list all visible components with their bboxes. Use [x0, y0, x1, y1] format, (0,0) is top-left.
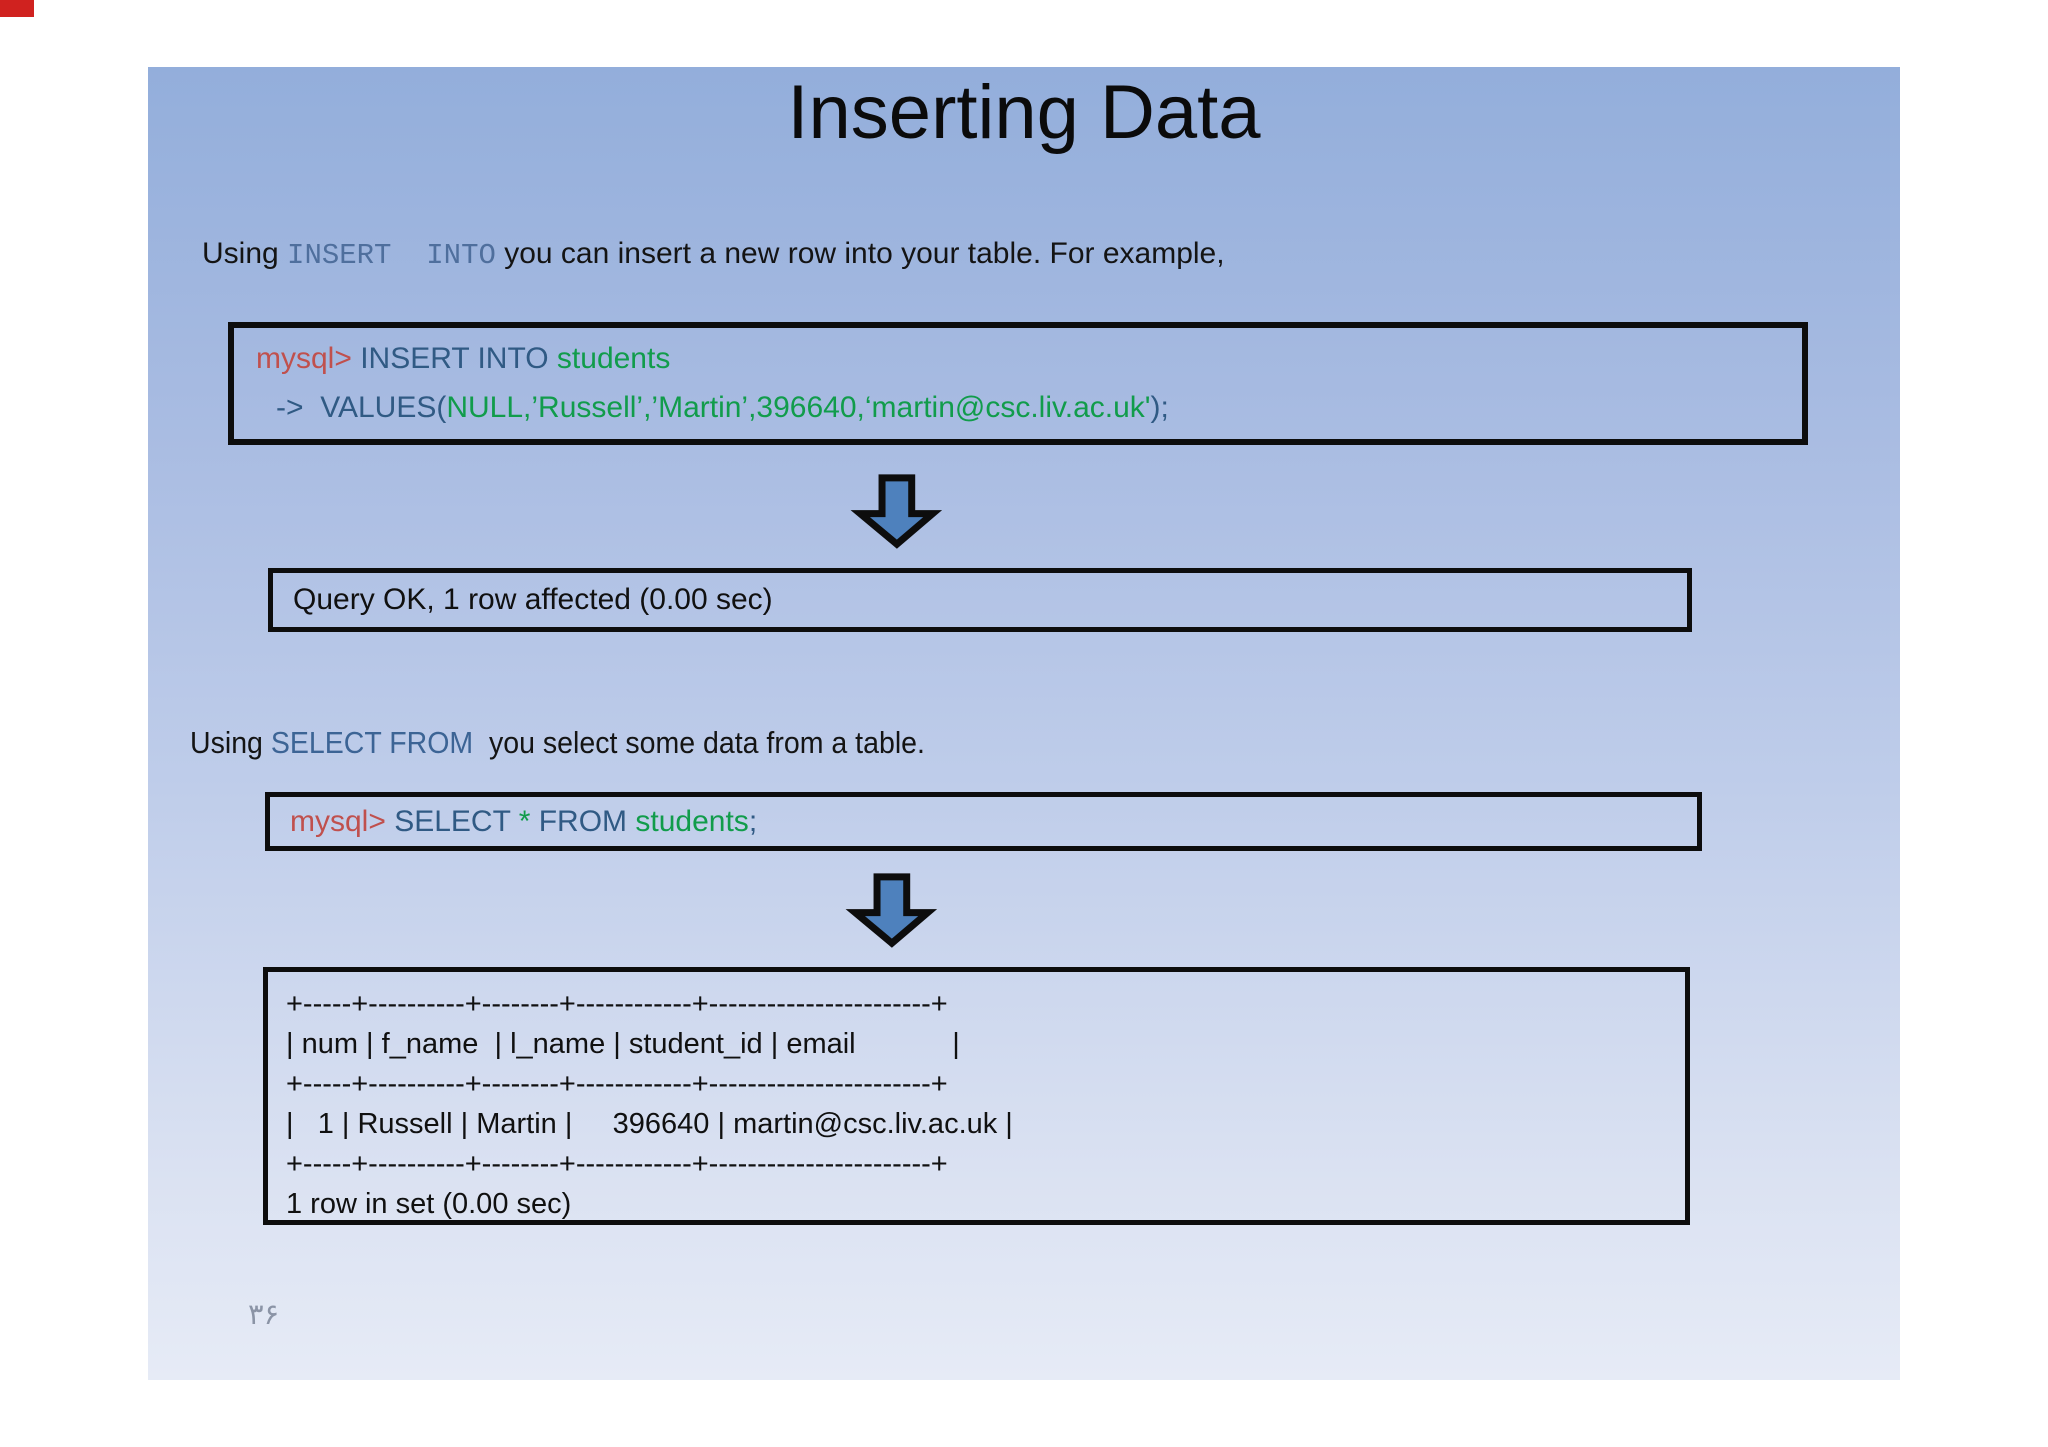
insert-keyword: INSERT INTO — [360, 341, 557, 375]
page-title: Inserting Data — [787, 70, 1261, 155]
intro-select-text: Using SELECT FROM you select some data f… — [190, 725, 925, 761]
slide-canvas: Inserting Data Using INSERT INTO you can… — [148, 67, 1900, 1380]
insert-command-line-2: -> VALUES(NULL,’Russell’,’Martin’,396640… — [256, 391, 1802, 425]
query-ok-text: Query OK, 1 row affected (0.00 sec) — [293, 583, 773, 616]
intro-insert-prefix: Using — [202, 237, 288, 270]
continuation-arrow: -> — [276, 391, 321, 425]
intro-insert-suffix: you can insert a new row into your table… — [495, 237, 1225, 270]
intro-select-suffix: you select some data from a table. — [473, 725, 925, 760]
intro-insert-keyword: INSERT INTO — [287, 239, 496, 272]
insert-command-box: mysql> INSERT INTO students -> VALUES(NU… — [228, 322, 1808, 445]
down-arrow-icon — [850, 474, 943, 549]
page-number: ۳۶ — [248, 1299, 280, 1331]
intro-insert-text: Using INSERT INTO you can insert a new r… — [202, 237, 1225, 272]
query-ok-box: Query OK, 1 row affected (0.00 sec) — [268, 568, 1692, 632]
star-wildcard: * — [518, 804, 531, 838]
table-separator: +-----+----------+--------+------------+… — [286, 1068, 948, 1100]
values-keyword: VALUES( — [320, 391, 447, 425]
mysql-prompt: mysql> — [290, 804, 395, 838]
table-header-row: | num | f_name | l_name | student_id | e… — [286, 1028, 960, 1060]
statement-semicolon: ; — [748, 804, 758, 838]
result-table-box: +-----+----------+--------+------------+… — [263, 967, 1690, 1225]
select-keyword: SELECT — [394, 804, 519, 838]
table-name: students — [556, 341, 671, 375]
from-keyword: FROM — [530, 804, 636, 838]
corner-red-marker — [0, 0, 34, 17]
intro-select-prefix: Using — [190, 725, 271, 760]
table-name: students — [635, 804, 749, 838]
table-footer-status: 1 row in set (0.00 sec) — [286, 1188, 572, 1220]
select-command-box: mysql> SELECT * FROM students; — [265, 792, 1702, 851]
mysql-prompt: mysql> — [256, 341, 361, 375]
table-separator: +-----+----------+--------+------------+… — [286, 1148, 948, 1180]
intro-select-keyword: SELECT FROM — [270, 725, 474, 760]
down-arrow-icon — [845, 873, 938, 948]
insert-command-line-1: mysql> INSERT INTO students — [256, 342, 1802, 376]
statement-close: ); — [1150, 391, 1169, 425]
values-list: NULL,’Russell’,’Martin’,396640,‘martin@c… — [446, 391, 1151, 425]
table-data-row: | 1 | Russell | Martin | 396640 | martin… — [286, 1108, 1013, 1140]
table-separator: +-----+----------+--------+------------+… — [286, 988, 948, 1020]
